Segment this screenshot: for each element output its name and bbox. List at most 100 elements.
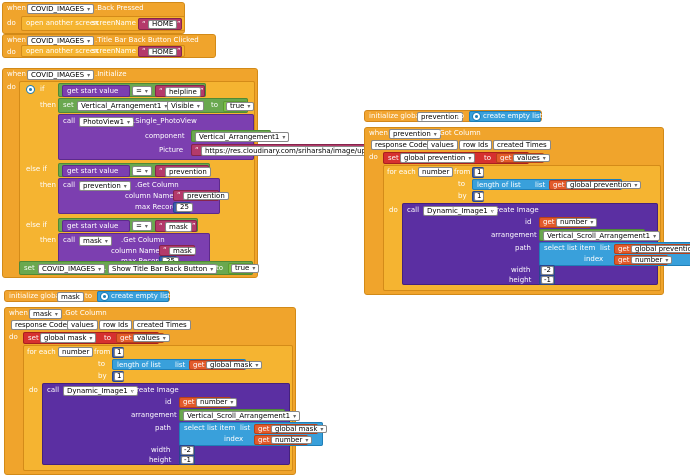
home-string-block[interactable]: “ HOME ” — [138, 18, 182, 30]
select-list-item-block[interactable]: select list item list get global prevent… — [539, 242, 690, 266]
get-global-prevention-block[interactable]: get global prevention — [549, 180, 642, 190]
create-image-call-block[interactable]: call Dynamic_Image1 .Create Image id get… — [402, 203, 690, 285]
for-each-number-block[interactable]: for each number from 1 to length of list… — [383, 165, 690, 291]
arrangement-component-block[interactable]: Vertical_Arrangement1 — [191, 130, 290, 142]
prevention-column-string[interactable]: “ prevention — [173, 190, 229, 201]
get-number-block[interactable]: get number — [614, 255, 673, 265]
equals-dropdown[interactable]: = — [132, 166, 152, 176]
get-number-block[interactable]: get number — [539, 217, 598, 228]
initialize-event-block[interactable]: when COVID_IMAGES .Initialize do if get … — [2, 68, 381, 278]
get-values-block[interactable]: get values — [496, 153, 550, 163]
select-list-item-block[interactable]: select list item list get global mask in… — [179, 422, 328, 446]
by-value[interactable]: 1 — [114, 372, 125, 381]
visible-dropdown[interactable]: Visible — [167, 101, 204, 111]
global-prevention-dropdown[interactable]: global prevention — [631, 245, 690, 253]
component-dropdown[interactable]: prevention — [389, 129, 441, 139]
length-of-list-block[interactable]: length of list list get global mask — [112, 359, 263, 370]
helpline-string-block[interactable]: “ helpline ” — [155, 85, 205, 97]
width-value[interactable]: -2 — [181, 446, 194, 455]
max-record-value[interactable]: 25 — [176, 203, 193, 212]
get-start-value-block[interactable]: get start value — [62, 220, 130, 232]
helpline-text[interactable]: helpline — [165, 87, 201, 97]
response-code-param[interactable]: response Code — [371, 140, 431, 150]
show-title-bar-dropdown[interactable]: Show Title Bar Back Button — [108, 264, 218, 274]
init-global-mask-block[interactable]: initialize global mask to create empty l… — [4, 290, 170, 302]
prevention-component-dropdown[interactable]: prevention — [79, 181, 131, 191]
scroll-arrangement-block[interactable]: Vertical_Scroll_Arrangement1 — [179, 409, 301, 421]
created-times-param[interactable]: created Times — [493, 140, 551, 150]
get-number-block[interactable]: get number — [254, 435, 313, 445]
covid-images-dropdown[interactable]: COVID_IMAGES — [38, 264, 106, 274]
arrangement-dropdown[interactable]: Vertical_Arrangement1 — [77, 101, 172, 111]
set-show-title-bar-block[interactable]: set COVID_IMAGES . Show Title Bar Back B… — [19, 261, 260, 275]
row-ids-param[interactable]: row Ids — [459, 140, 493, 150]
component-dropdown[interactable]: COVID_IMAGES — [27, 4, 95, 14]
init-global-prevention-block[interactable]: initialize global prevention to create e… — [364, 110, 542, 122]
by-number-block[interactable]: 1 — [112, 371, 125, 382]
compare-mask-block[interactable]: get start value = “ mask ” — [58, 218, 198, 232]
height-number-block[interactable]: -1 — [539, 275, 555, 285]
prevention-got-column-event[interactable]: when prevention .Got Column response Cod… — [364, 127, 690, 295]
set-global-mask-block[interactable]: set global mask to get values — [23, 332, 170, 344]
get-global-mask-block[interactable]: get global mask — [254, 424, 328, 434]
equals-dropdown[interactable]: = — [132, 86, 152, 96]
height-value[interactable]: -1 — [181, 456, 194, 464]
get-values-block[interactable]: get values — [116, 333, 170, 343]
create-image-call-block[interactable]: call Dynamic_Image1 .Create Image id get… — [42, 383, 328, 465]
height-value[interactable]: -1 — [541, 276, 554, 284]
global-mask-dropdown[interactable]: global mask — [206, 361, 263, 369]
mask-text[interactable]: mask — [165, 222, 192, 232]
values-param[interactable]: values — [67, 320, 98, 330]
height-number-block[interactable]: -1 — [179, 455, 195, 465]
mask-column-text[interactable]: mask — [169, 247, 196, 255]
global-prevention-dropdown[interactable]: global prevention — [566, 181, 642, 189]
width-value[interactable]: -2 — [541, 266, 554, 275]
values-dropdown[interactable]: values — [133, 334, 170, 342]
equals-dropdown[interactable]: = — [132, 221, 152, 231]
arrangement-component-dropdown[interactable]: Vertical_Arrangement1 — [195, 132, 290, 142]
for-each-number-block[interactable]: for each number from 1 to length of list… — [23, 345, 328, 471]
get-number-block[interactable]: get number — [179, 397, 238, 408]
component-dropdown[interactable]: mask — [29, 309, 62, 319]
title-bar-back-event-block[interactable]: when COVID_IMAGES .Title Bar Back Button… — [2, 34, 216, 58]
gear-icon[interactable] — [26, 85, 35, 94]
compare-prevention-block[interactable]: get start value = “ prevention ” — [58, 163, 211, 177]
home-text[interactable]: HOME — [148, 48, 178, 56]
mask-string-block[interactable]: “ mask ” — [155, 220, 197, 232]
number-dropdown[interactable]: number — [271, 436, 313, 444]
dynamic-image-dropdown[interactable]: Dynamic_Image1 — [63, 386, 138, 396]
prevention-getcolumn-call-block[interactable]: call prevention .Get Column column Name … — [58, 178, 229, 214]
photoview-dropdown[interactable]: PhotoView1 — [79, 117, 135, 127]
set-global-prevention-block[interactable]: set global prevention to get values — [383, 152, 550, 164]
values-dropdown[interactable]: values — [513, 154, 550, 162]
created-times-param[interactable]: created Times — [133, 320, 191, 330]
single-photoview-call-block[interactable]: call PhotoView1 .Single_PhotoView compon… — [58, 114, 381, 160]
scroll-arrangement-block[interactable]: Vertical_Scroll_Arrangement1 — [539, 229, 661, 241]
true-logic-block[interactable]: true — [223, 101, 255, 112]
back-pressed-event-block[interactable]: when COVID_IMAGES .Back Pressed do open … — [2, 2, 185, 34]
get-start-value-block[interactable]: get start value — [62, 165, 130, 177]
open-screen-block[interactable]: open another screen screenName “ HOME ” — [21, 45, 185, 57]
global-prevention-dropdown[interactable]: global prevention — [400, 153, 476, 163]
mask-column-string[interactable]: “ mask — [159, 245, 196, 256]
compare-helpline-block[interactable]: get start value = “ helpline ” — [58, 83, 206, 97]
from-number-block[interactable]: 1 — [472, 167, 485, 178]
from-value[interactable]: 1 — [474, 168, 485, 177]
number-dropdown[interactable]: number — [196, 398, 238, 407]
url-text[interactable]: https://res.cloudinary.com/sriharsha/ima… — [201, 146, 381, 156]
prevention-string-block[interactable]: “ prevention ” — [155, 165, 211, 177]
home-text[interactable]: HOME — [148, 20, 178, 29]
by-number-block[interactable]: 1 — [472, 191, 485, 202]
if-else-block[interactable]: if get start value = “ helpline ” then s… — [19, 81, 381, 267]
from-value[interactable]: 1 — [114, 348, 125, 357]
number-dropdown[interactable]: number — [631, 256, 673, 264]
get-start-value-block[interactable]: get start value — [62, 85, 130, 97]
number-var[interactable]: number — [418, 167, 454, 177]
by-value[interactable]: 1 — [474, 192, 485, 201]
scroll-arrangement-dropdown[interactable]: Vertical_Scroll_Arrangement1 — [543, 231, 661, 241]
mask-got-column-event[interactable]: when mask .Got Column response Code valu… — [4, 307, 328, 475]
url-string-block[interactable]: “ https://res.cloudinary.com/sriharsha/i… — [191, 144, 381, 156]
true-dropdown[interactable]: true — [226, 102, 255, 111]
global-mask-dropdown[interactable]: global mask — [40, 333, 97, 343]
